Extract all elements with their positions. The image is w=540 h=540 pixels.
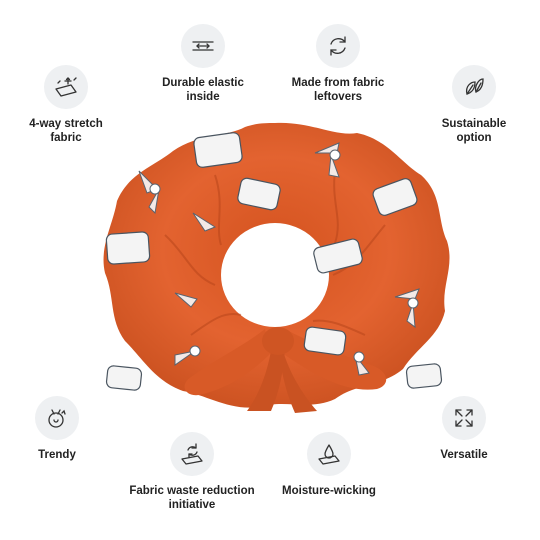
four-way-stretch-label: 4-way stretch fabric bbox=[29, 118, 103, 144]
waste-reduction-label: Fabric waste reduction initiative bbox=[129, 485, 255, 511]
feature-four-way-stretch: 4-way stretch fabric bbox=[0, 65, 136, 145]
durable-elastic-label: Durable elastic inside bbox=[162, 77, 244, 103]
trend-badge-icon bbox=[48, 409, 66, 428]
water-drop-icon bbox=[318, 444, 340, 465]
moisture-wicking-label: Moisture-wicking bbox=[282, 485, 376, 497]
versatile-label: Versatile bbox=[440, 449, 488, 461]
feature-waste-reduction: Fabric waste reduction initiative bbox=[122, 432, 262, 512]
fabric-recycle-icon bbox=[181, 443, 203, 465]
feature-sustainable: Sustainable option bbox=[404, 65, 540, 145]
sustainable-label: Sustainable option bbox=[441, 118, 507, 144]
feature-fabric-leftovers: Made from fabric leftovers bbox=[268, 24, 408, 104]
feature-versatile: Versatile bbox=[394, 396, 534, 462]
fabric-leftovers-label: Made from fabric leftovers bbox=[291, 77, 385, 103]
orange-scrunchie-image bbox=[103, 122, 450, 413]
leaves-icon bbox=[465, 78, 484, 95]
expand-arrows-icon bbox=[455, 409, 473, 427]
stretch-fabric-icon bbox=[55, 77, 77, 97]
trendy-label: Trendy bbox=[38, 449, 76, 461]
elastic-band-icon bbox=[192, 41, 214, 51]
feature-trendy: Trendy bbox=[0, 396, 127, 462]
feature-moisture-wicking: Moisture-wicking bbox=[259, 432, 399, 498]
feature-durable-elastic: Durable elastic inside bbox=[133, 24, 273, 104]
recycle-arrows-icon bbox=[330, 36, 346, 56]
